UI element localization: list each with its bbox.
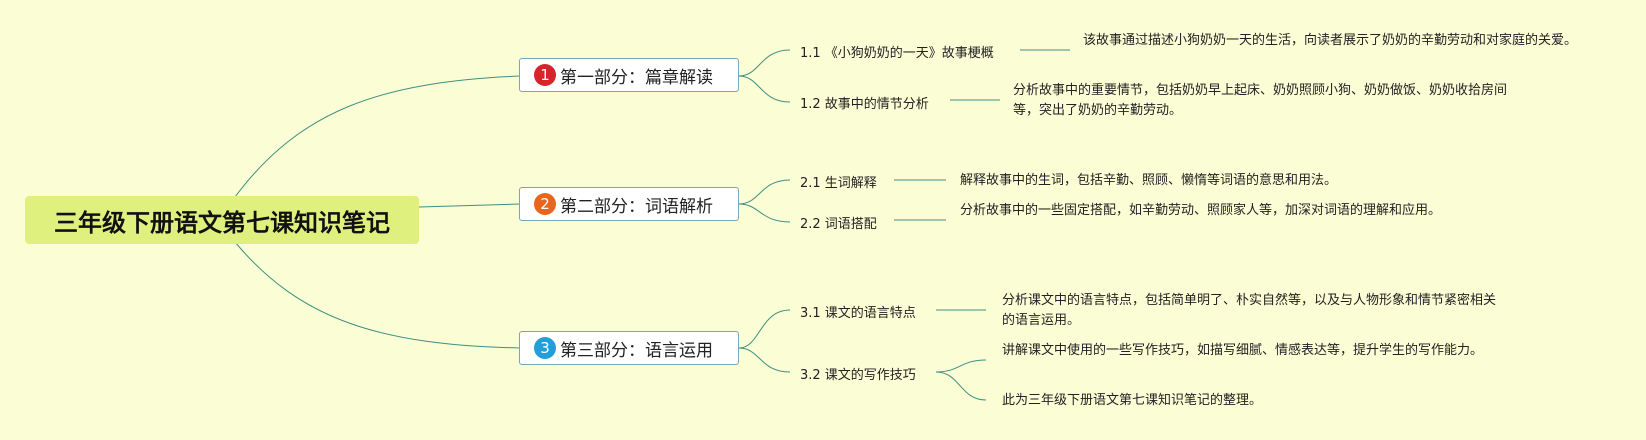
connector-i3-2a (935, 359, 987, 373)
connector-s3-i1 (738, 309, 791, 349)
connector-s2-i2 (738, 203, 791, 223)
connector-root-s1 (234, 75, 521, 198)
section-2[interactable]: 2 第二部分：词语解析 (519, 187, 739, 221)
detail-3-1: 分析课文中的语言特点，包括简单明了、朴实自然等，以及与人物形象和情节紧密相关的语… (1002, 293, 1497, 328)
section-2-title: 第二部分：词语解析 (560, 196, 713, 217)
badge-3: 3 (534, 337, 556, 359)
topic-3-1[interactable]: 3.1 课文的语言特点 (800, 306, 916, 321)
detail-2-2: 分析故事中的一些固定搭配，如辛勤劳动、照顾家人等，加深对词语的理解和应用。 (960, 203, 1442, 218)
connector-s2-i1 (738, 179, 791, 205)
section-1-title: 第一部分：篇章解读 (560, 67, 713, 88)
topic-3-2[interactable]: 3.2 课文的写作技巧 (800, 368, 916, 383)
connector-s1-i1 (738, 49, 791, 77)
root-topic[interactable]: 三年级下册语文第七课知识笔记 (25, 196, 419, 244)
detail-2-1: 解释故事中的生词，包括辛勤、照顾、懒惰等词语的意思和用法。 (960, 173, 1338, 188)
section-3[interactable]: 3 第三部分：语言运用 (519, 331, 739, 365)
detail-3-3: 此为三年级下册语文第七课知识笔记的整理。 (1002, 393, 1263, 408)
section-1[interactable]: 1 第一部分：篇章解读 (519, 58, 739, 92)
topic-1-1[interactable]: 1.1 《小狗奶奶的一天》故事梗概 (800, 46, 994, 61)
root-title: 三年级下册语文第七课知识笔记 (54, 208, 390, 237)
connector-i3-2b (935, 371, 987, 401)
connector-root-s3 (234, 241, 521, 349)
detail-1-1: 该故事通过描述小狗奶奶一天的生活，向读者展示了奶奶的辛勤劳动和对家庭的关爱。 (1083, 33, 1578, 48)
detail-3-2: 讲解课文中使用的一些写作技巧，如描写细腻、情感表达等，提升学生的写作能力。 (1002, 343, 1484, 358)
connector-root-s2 (418, 203, 521, 208)
topic-2-1[interactable]: 2.1 生词解释 (800, 176, 877, 191)
connector-s3-i2 (738, 347, 791, 373)
connector-s1-i2 (738, 75, 791, 103)
topic-1-2[interactable]: 1.2 故事中的情节分析 (800, 97, 929, 112)
badge-2: 2 (534, 193, 556, 215)
detail-1-2: 分析故事中的重要情节，包括奶奶早上起床、奶奶照顾小狗、奶奶做饭、奶奶收拾房间等，… (1013, 83, 1508, 118)
topic-2-2[interactable]: 2.2 词语搭配 (800, 217, 877, 232)
section-3-title: 第三部分：语言运用 (560, 340, 713, 361)
badge-1: 1 (534, 64, 556, 86)
